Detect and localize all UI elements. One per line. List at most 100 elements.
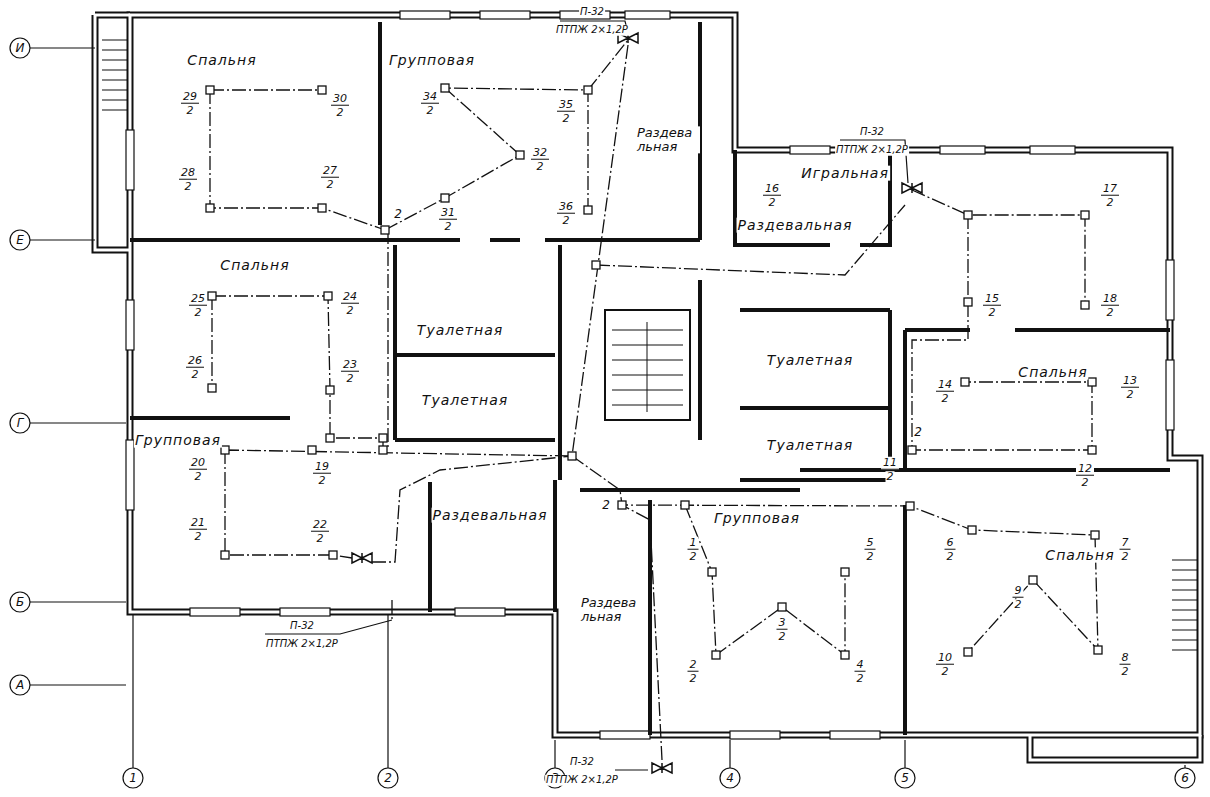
fixture-number: 15 xyxy=(983,293,1001,306)
fixture-number: 3 xyxy=(777,617,788,630)
fixture-number: 30 xyxy=(331,93,349,106)
room-label: Раздевальная xyxy=(636,126,700,153)
axis-label: 5 xyxy=(900,772,910,785)
fixture-group: 2 xyxy=(336,107,345,119)
axis-label: 2 xyxy=(383,772,393,785)
fixture-group: 2 xyxy=(689,551,698,563)
fixture-group: 2 xyxy=(1081,477,1090,489)
fixture-number: 13 xyxy=(1121,375,1139,388)
fixture-group: 2 xyxy=(856,673,865,685)
fixture-group: 2 xyxy=(1014,599,1023,611)
room-label: Групповая xyxy=(713,511,801,526)
fixture-number: 18 xyxy=(1101,293,1119,306)
axis-label: Е xyxy=(15,234,25,247)
cable-mark: П-32 xyxy=(569,757,595,768)
room-label: Туалетная xyxy=(416,323,504,338)
fixture-group: 2 xyxy=(194,307,203,319)
room-label: Спальня xyxy=(219,258,290,273)
fixture-group: 2 xyxy=(988,307,997,319)
fixture-group: 2 xyxy=(886,471,895,483)
fixture-group: 2 xyxy=(536,161,545,173)
fixture-number: 25 xyxy=(189,293,207,306)
fixture-number: 19 xyxy=(313,461,331,474)
cable-mark: ПТПЖ 2×1,2Р xyxy=(265,639,339,650)
fixture-group: 2 xyxy=(426,105,435,117)
fixture-number: 2 xyxy=(688,659,699,672)
fixture-group: 2 xyxy=(444,221,453,233)
axis-label: 6 xyxy=(1180,772,1190,785)
fixture-number: 17 xyxy=(1101,183,1119,196)
room-label: Туалетная xyxy=(766,438,854,453)
fixture-number: 20 xyxy=(189,457,207,470)
fixture-number: 6 xyxy=(945,537,956,550)
axis-label: И xyxy=(15,42,26,55)
fixture-number: 35 xyxy=(557,99,575,112)
room-label: Игральная xyxy=(800,166,890,181)
fixture-number: 9 xyxy=(1013,585,1024,598)
fixture-group: 2 xyxy=(184,181,193,193)
cable-mark: ПТПЖ 2×1,2Р xyxy=(545,775,619,786)
fixture-number: 7 xyxy=(1120,537,1131,550)
fixture-group: 2 xyxy=(318,475,327,487)
cable-mark: П-32 xyxy=(859,127,885,138)
room-label: Туалетная xyxy=(421,393,509,408)
axis-label: А xyxy=(15,679,25,692)
fixture-group: 2 xyxy=(1121,666,1130,678)
fixture-group: 2 xyxy=(941,393,950,405)
junction-mark: 2 xyxy=(393,208,403,221)
fixture-number: 16 xyxy=(763,183,781,196)
fixture-number: 23 xyxy=(341,359,359,372)
fixture-group: 2 xyxy=(1106,307,1115,319)
fixture-group: 2 xyxy=(346,373,355,385)
fixture-number: 22 xyxy=(311,519,329,532)
fixture-number: 14 xyxy=(936,379,954,392)
axis-label: 1 xyxy=(128,772,138,785)
fixture-group: 2 xyxy=(778,631,787,643)
fixture-number: 8 xyxy=(1120,652,1131,665)
fixture-group: 2 xyxy=(346,305,355,317)
fixture-number: 12 xyxy=(1076,463,1094,476)
axis-label: Г xyxy=(16,417,25,430)
fixture-group: 2 xyxy=(1126,389,1135,401)
junction-mark: 2 xyxy=(913,426,923,439)
fixture-group: 2 xyxy=(194,531,203,543)
cable-mark: П-32 xyxy=(579,7,605,18)
room-label: Спальня xyxy=(1044,548,1115,563)
fixture-group: 2 xyxy=(1121,551,1130,563)
fixture-group: 2 xyxy=(866,551,875,563)
fixture-group: 2 xyxy=(191,369,200,381)
fixture-number: 24 xyxy=(341,291,359,304)
fixture-number: 31 xyxy=(439,207,457,220)
fixture-group: 2 xyxy=(316,533,325,545)
fixture-number: 10 xyxy=(936,652,954,665)
cable-mark: П-32 xyxy=(289,621,315,632)
room-label: Раздевальная xyxy=(432,508,549,523)
room-label: Спальня xyxy=(1017,365,1088,380)
fixture-group: 2 xyxy=(768,197,777,209)
junction-mark: 2 xyxy=(601,499,611,512)
fixture-group: 2 xyxy=(326,179,335,191)
fixture-group: 2 xyxy=(946,551,955,563)
fixture-number: 29 xyxy=(181,91,199,104)
axis-label: 4 xyxy=(725,772,735,785)
fixture-group: 2 xyxy=(689,673,698,685)
fixture-group: 2 xyxy=(562,215,571,227)
room-label: Спальня xyxy=(186,53,257,68)
room-label: Раздевальная xyxy=(580,596,644,623)
fixture-group: 2 xyxy=(941,666,950,678)
fixture-number: 1 xyxy=(688,537,699,550)
fixture-group: 2 xyxy=(562,113,571,125)
room-label: Групповая xyxy=(134,433,222,448)
fixture-group: 2 xyxy=(194,471,203,483)
fixture-number: 4 xyxy=(855,659,866,672)
room-label: Туалетная xyxy=(766,353,854,368)
cable-mark: ПТПЖ 2×1,2Р xyxy=(555,25,629,36)
fixture-group: 2 xyxy=(1106,197,1115,209)
fixture-number: 26 xyxy=(186,355,204,368)
axis-label: Б xyxy=(15,596,25,609)
fixture-number: 32 xyxy=(531,147,549,160)
fixture-number: 34 xyxy=(421,91,439,104)
fixture-number: 5 xyxy=(865,537,876,550)
fixture-group: 2 xyxy=(186,105,195,117)
fixture-number: 27 xyxy=(321,165,339,178)
